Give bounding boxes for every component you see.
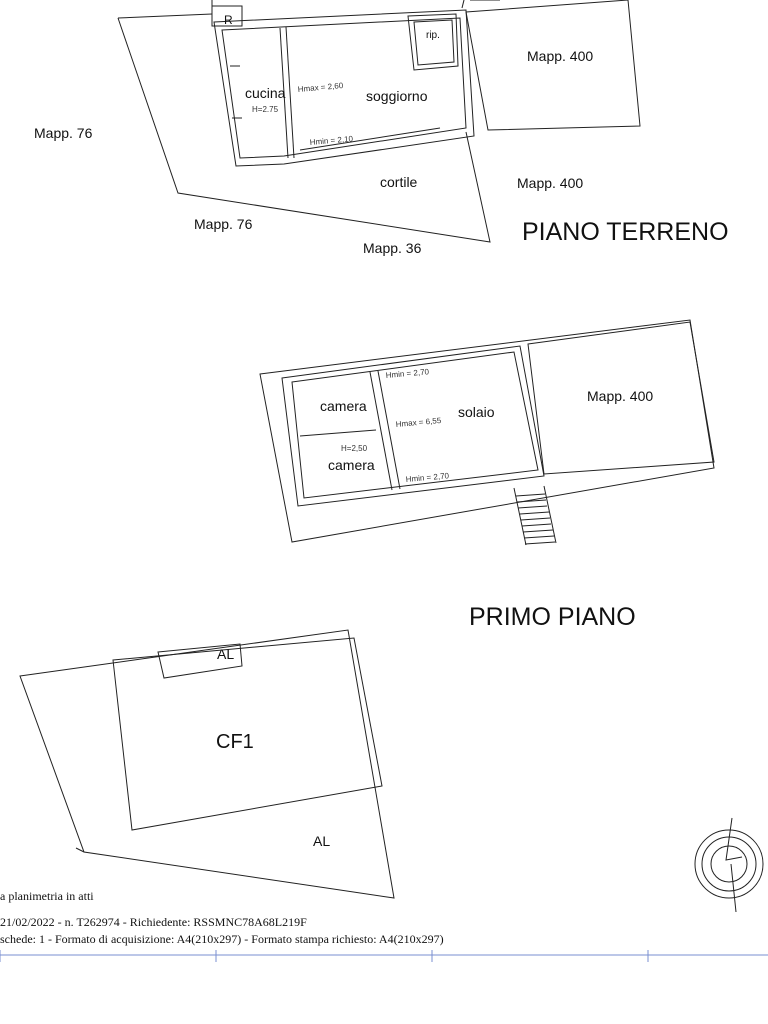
neighbor-mapp400-top: Mapp. 400	[527, 48, 593, 64]
room-rip: rip.	[426, 30, 440, 41]
height-cucina: H=2.75	[252, 105, 279, 114]
neighbor-mapp36: Mapp. 36	[363, 240, 422, 256]
room-cortile: cortile	[380, 174, 418, 190]
lot-outline	[19, 629, 395, 899]
lot-cf1: CF1	[216, 731, 254, 753]
north-arrow-icon	[694, 817, 764, 913]
ruler-bar	[0, 950, 768, 962]
room-camera-top: camera	[320, 398, 367, 414]
height-hmin-first-bottom: Hmin = 2,70	[405, 471, 450, 484]
height-hmin-ground: Hmin = 2,10	[309, 134, 354, 147]
footer-line3: schede: 1 - Formato di acquisizione: A4(…	[0, 932, 444, 946]
ground-floor-plan	[117, 0, 641, 243]
rip-room	[407, 13, 459, 71]
room-solaio: solaio	[458, 404, 495, 420]
neighbor-mapp76-bottom: Mapp. 76	[194, 216, 253, 232]
footer-line2: 21/02/2022 - n. T262974 - Richiedente: R…	[0, 915, 307, 929]
first-floor-plan	[259, 319, 715, 546]
title-primo-piano: PRIMO PIANO	[469, 603, 636, 631]
neighbor-mapp400-first: Mapp. 400	[587, 388, 653, 404]
lot-al-bottom: AL	[313, 833, 330, 849]
lot-al-top: AL	[217, 646, 234, 662]
stairs	[513, 485, 557, 546]
neighbor-mapp400-mid: Mapp. 400	[517, 175, 583, 191]
height-hmax-first: Hmax = 6,55	[395, 416, 442, 429]
parcel-outline	[117, 17, 491, 243]
height-camera: H=2,50	[341, 444, 368, 453]
room-cucina: cucina	[245, 85, 286, 101]
lot-plan	[19, 629, 395, 899]
mapp400-outline-first	[527, 321, 715, 475]
first-floor-outline	[259, 319, 715, 543]
ground-floor-building	[213, 9, 475, 167]
height-hmax-ground: Hmax = 2,60	[297, 81, 344, 94]
title-piano-terreno: PIANO TERRENO	[522, 218, 729, 246]
r-label: R	[224, 13, 233, 27]
room-soggiorno: soggiorno	[366, 88, 428, 104]
height-hmin-first-top: Hmin = 2,70	[385, 367, 430, 380]
r-box	[211, 5, 243, 27]
mapp400-outline-ground	[461, 0, 465, 9]
footer-line1: a planimetria in atti	[0, 889, 94, 903]
neighbor-mapp76-left: Mapp. 76	[34, 125, 93, 141]
room-camera-bottom: camera	[328, 457, 375, 473]
